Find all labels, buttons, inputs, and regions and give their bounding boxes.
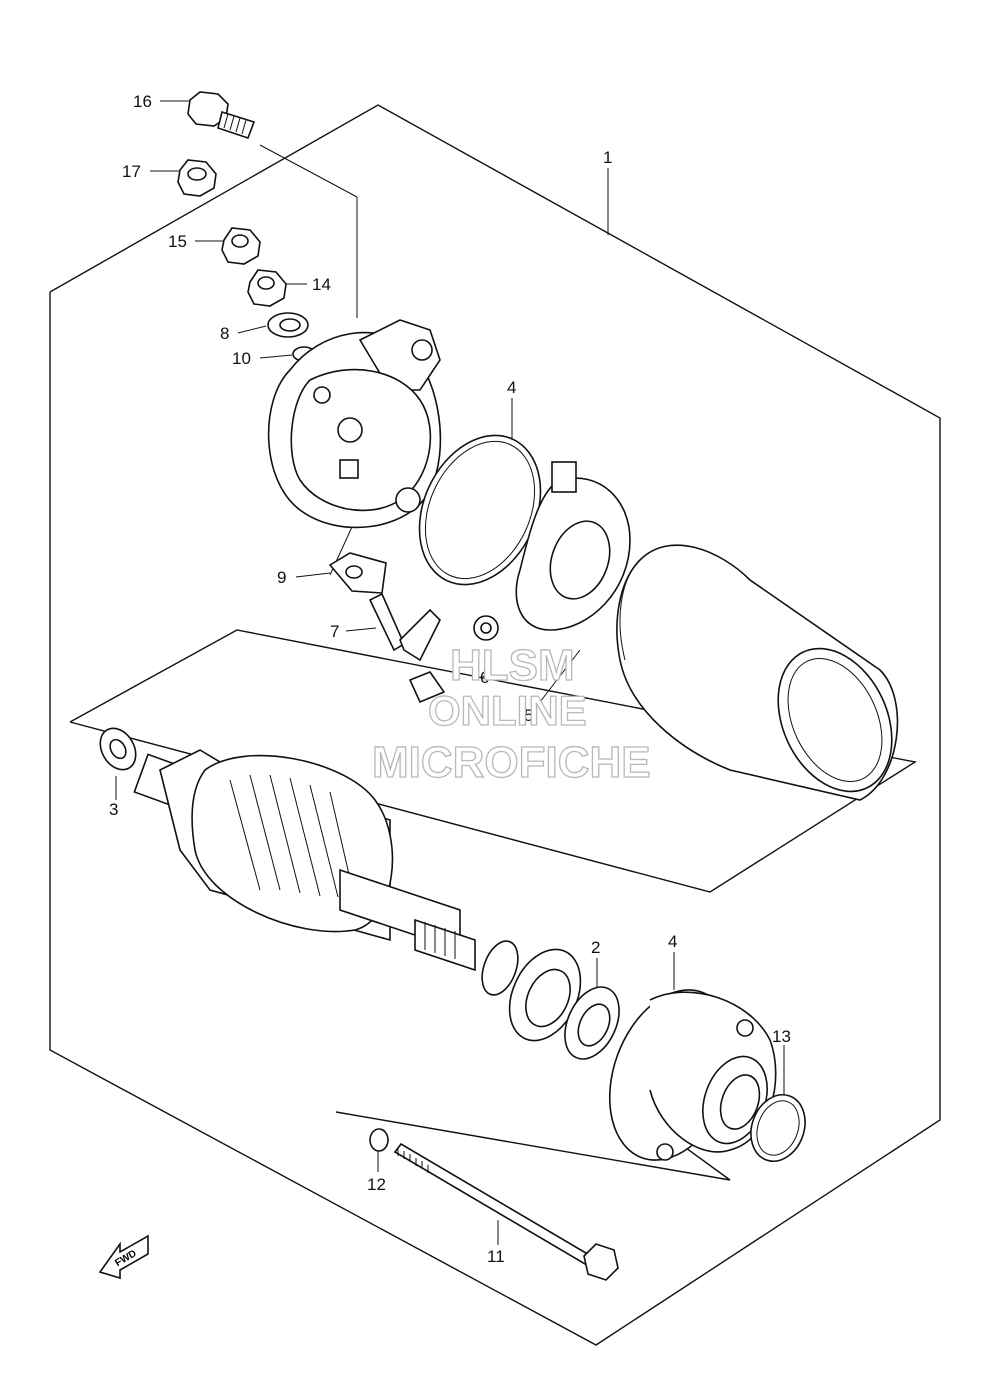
brush-plate (473, 461, 631, 641)
callout-17: 17 (122, 162, 141, 181)
part-16-bolt (187, 91, 256, 140)
part-13-o-ring (750, 1094, 806, 1162)
bolt-group-outline (335, 1111, 731, 1181)
part-9-plate (328, 552, 387, 594)
watermark-line-2: ONLINE (428, 687, 587, 734)
callout-2: 2 (591, 938, 600, 957)
part-8-washer (267, 312, 309, 338)
part-14-nut (247, 269, 287, 307)
armature-group-outline (69, 629, 917, 893)
motor-yoke (616, 544, 899, 801)
callout-1: 1 (603, 148, 612, 167)
callout-12: 12 (367, 1175, 386, 1194)
callout-9: 9 (277, 568, 286, 587)
callout-6: 6 (480, 668, 489, 687)
part-12-o-ring (369, 1128, 389, 1152)
callout-5: 5 (524, 706, 533, 725)
part-4-o-ring-upper (418, 434, 542, 586)
armature (133, 749, 476, 972)
circlip (481, 940, 519, 996)
callout-15: 15 (168, 232, 187, 251)
part-15-nut (221, 227, 261, 265)
rear-cover (267, 319, 442, 529)
watermark-line-3: MICROFICHE (372, 738, 651, 787)
callout-4-upper: 4 (507, 378, 516, 397)
front-cover (608, 989, 777, 1161)
callout-11: 11 (487, 1247, 505, 1266)
part-11-through-bolt (393, 1142, 619, 1281)
callout-16: 16 (133, 92, 152, 111)
callout-7: 7 (330, 622, 339, 641)
part-2-bearing (564, 986, 620, 1060)
callout-4-lower: 4 (668, 932, 677, 951)
part-3-washer (99, 727, 137, 771)
part-17-nut (177, 159, 217, 197)
watermark-line-1: HLSM (450, 641, 575, 690)
callout-8: 8 (220, 324, 229, 343)
assembly-outline (49, 104, 941, 1346)
fwd-arrow-icon: FWD (98, 1234, 149, 1280)
callout-13: 13 (772, 1027, 791, 1046)
callout-14: 14 (312, 275, 331, 294)
part-7-terminal-bolt (368, 592, 446, 704)
oil-seal (508, 948, 582, 1042)
watermark: HLSM ONLINE MICROFICHE (371, 640, 651, 787)
callout-labels: 16 17 15 14 8 10 1 4 9 7 6 5 3 2 4 13 12… (109, 92, 791, 1266)
leader-lines (115, 100, 785, 1245)
callout-10: 10 (232, 349, 251, 368)
callout-3: 3 (109, 800, 118, 819)
